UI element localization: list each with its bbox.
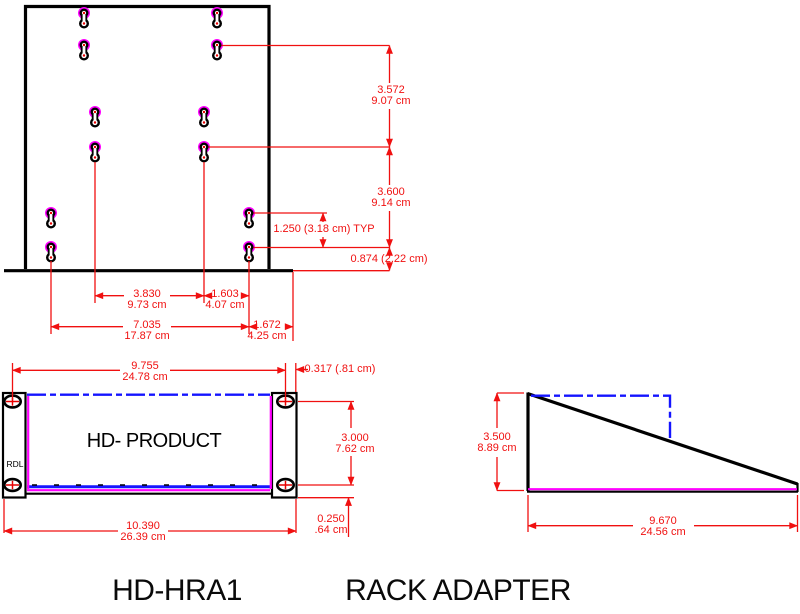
front-view-drawing — [1, 363, 355, 537]
keyhole-slot — [198, 106, 210, 128]
dim-label-bottom-margin: 0.250.64 cm — [314, 513, 348, 536]
keyhole-slot — [198, 141, 210, 163]
wedge-slope-edge — [526, 391, 799, 486]
mounting-screw — [3, 477, 23, 493]
footer-model-title: HD-HRA1 — [112, 574, 242, 607]
keyhole-slot — [211, 7, 223, 29]
keyhole-slot — [89, 141, 101, 163]
mounting-screw — [275, 477, 296, 493]
front-view-dimension-lines — [3, 363, 355, 537]
keyhole-slot — [243, 207, 255, 229]
keyhole-slot — [78, 39, 90, 61]
hidden-product-side-line — [531, 394, 672, 438]
dim-label-bottom-offset: 0.874 (2.22 cm) — [350, 253, 428, 265]
keyhole-slot — [45, 241, 57, 263]
rack-ear-left — [1, 391, 27, 499]
top-view-dimension-lines — [50, 44, 393, 341]
dim-label-screw-edge: 0.317 (.81 cm) — [304, 363, 376, 375]
keyhole-slot — [45, 207, 57, 229]
dim-label-slot-spacing: 1.250 (3.18 cm) TYP — [273, 223, 375, 235]
plate-outline — [23, 4, 271, 269]
brand-label: RDL — [6, 459, 24, 469]
side-view-drawing — [493, 391, 799, 532]
product-label: HD- PRODUCT — [86, 430, 222, 452]
keyhole-slot — [211, 39, 223, 61]
keyhole-slot — [89, 106, 101, 128]
footer-product-title: RACK ADAPTER — [345, 574, 571, 607]
keyhole-slot — [243, 241, 255, 263]
side-view-dimension-lines — [493, 392, 799, 532]
top-view-drawing — [4, 4, 393, 341]
keyhole-slot — [78, 7, 90, 29]
